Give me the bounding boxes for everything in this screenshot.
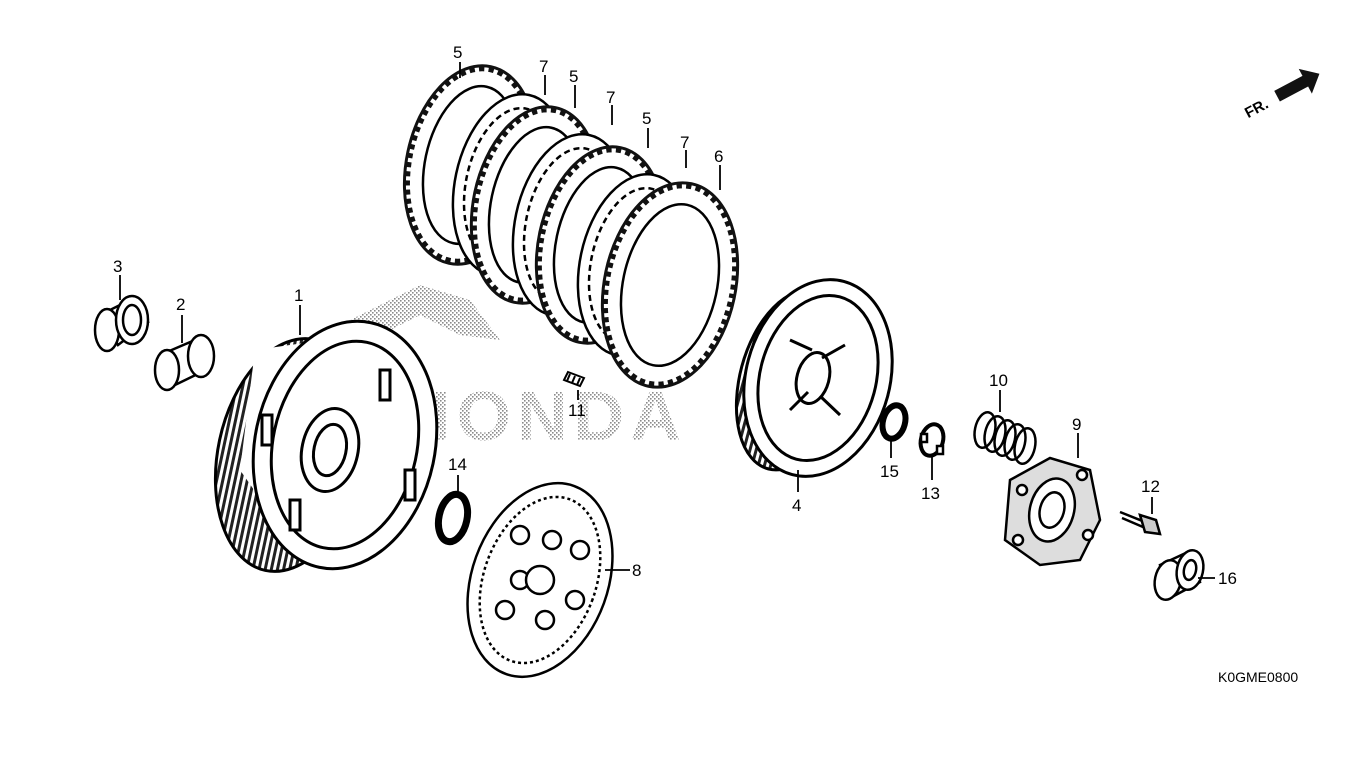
callout-13: 13 (921, 484, 940, 503)
part-12-bolt (1119, 510, 1162, 536)
callout-5a: 5 (453, 43, 462, 62)
front-label: FR. (1242, 96, 1271, 122)
front-direction-indicator: FR. (1242, 68, 1320, 122)
callout-9: 9 (1072, 415, 1081, 434)
part-3-bushing (93, 294, 150, 353)
part-8-pressure-plate (466, 481, 614, 679)
part-11-pin (562, 370, 586, 388)
callout-14: 14 (448, 455, 467, 474)
callout-8: 8 (632, 561, 641, 580)
part-2-collar (153, 333, 216, 392)
callout-1: 1 (294, 286, 303, 305)
part-9-lifter-plate (1003, 456, 1102, 567)
callout-4: 4 (792, 496, 801, 515)
part-10-spring (973, 411, 1037, 465)
leader-lines (119, 62, 1215, 579)
callout-labels: 3 2 1 5 7 5 7 5 7 6 11 14 8 4 15 13 10 9… (113, 43, 1237, 588)
part-16-bearing (1153, 549, 1205, 601)
watermark-text: HONDA (400, 377, 687, 455)
callout-5b: 5 (569, 67, 578, 86)
callout-7b: 7 (606, 88, 615, 107)
callout-5c: 5 (642, 109, 651, 128)
callout-15: 15 (880, 462, 899, 481)
callout-2: 2 (176, 295, 185, 314)
front-arrow-icon (1274, 68, 1320, 102)
callout-11: 11 (568, 401, 586, 420)
callout-3: 3 (113, 257, 122, 276)
clutch-plate-stack (402, 64, 740, 389)
callout-6: 6 (714, 147, 723, 166)
part-4-clutch-center (734, 278, 894, 478)
callout-7a: 7 (539, 57, 548, 76)
part-14-washer (434, 490, 472, 546)
callout-7c: 7 (680, 133, 689, 152)
part-1-clutch-outer (213, 319, 440, 573)
callout-16: 16 (1218, 569, 1237, 588)
callout-10: 10 (989, 371, 1008, 390)
part-13-lock-washer (918, 422, 946, 458)
diagram-code: K0GME0800 (1218, 669, 1298, 685)
part-15-washer (879, 402, 909, 442)
callout-12: 12 (1141, 477, 1160, 496)
friction-disc-6 (600, 181, 740, 389)
